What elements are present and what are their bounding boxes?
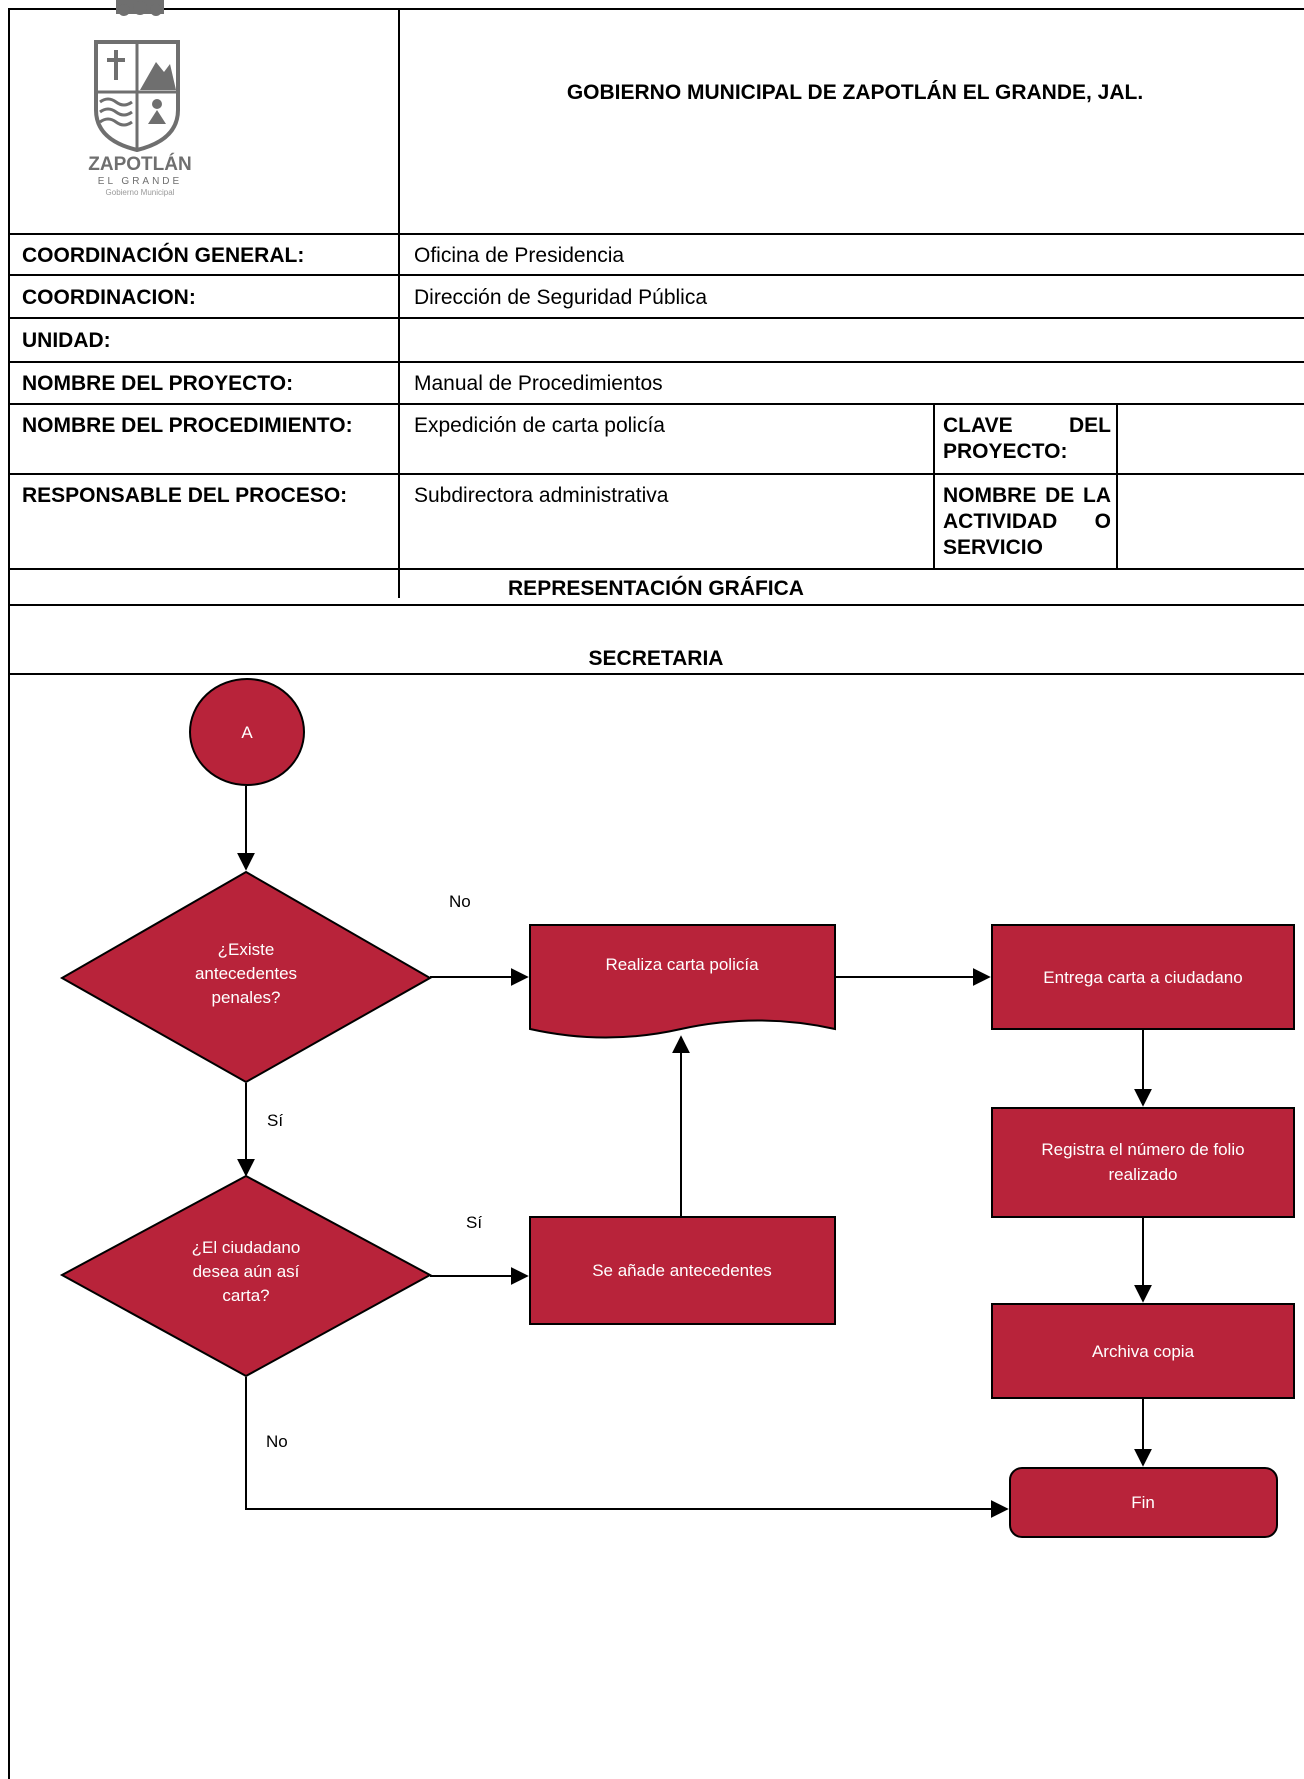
document-frame [8,8,1304,1779]
label-no-1: No [449,892,471,911]
svg-text:Archiva copia: Archiva copia [1092,1342,1195,1361]
label-si-1: Sí [267,1111,283,1130]
svg-text:Entrega carta a ciudadano: Entrega carta a ciudadano [1043,968,1242,987]
value-responsable: Subdirectora administrativa [414,484,669,507]
label-nombre-proyecto: NOMBRE DEL PROYECTO: [22,372,294,395]
crown-icon [116,0,164,16]
svg-text:EL GRANDE: EL GRANDE [98,176,182,187]
mountain-icon [140,62,176,90]
page-title: GOBIERNO MUNICIPAL DE ZAPOTLÁN EL GRANDE… [566,81,1144,104]
svg-text:¿Existe: ¿Existe [218,940,275,959]
label-clave-proyecto: CLAVE DEL PROYECTO: [943,414,1111,463]
svg-text:Realiza carta policía: Realiza carta policía [605,955,759,974]
value-coordinacion: Dirección de Seguridad Pública [414,286,708,309]
label-coordinacion: COORDINACION: [22,286,196,309]
label-nombre-actividad: NOMBRE DE LA ACTIVIDAD O SERVICIO [943,484,1111,559]
svg-text:ZAPOTLÁN: ZAPOTLÁN [88,153,191,175]
svg-text:penales?: penales? [211,988,280,1007]
svg-text:¿El ciudadano: ¿El ciudadano [192,1238,301,1257]
label-responsable: RESPONSABLE DEL PROCESO: [22,484,348,507]
municipal-logo: ZAPOTLÁN EL GRANDE Gobierno Municipal [88,0,192,197]
label-unidad: UNIDAD: [22,329,111,352]
svg-text:Fin: Fin [1131,1493,1155,1512]
decision-ciudadano: ¿El ciudadano desea aún así carta? [59,1174,433,1378]
label-coordinacion-general: COORDINACIÓN GENERAL: [22,244,305,267]
waves-icon [99,97,133,127]
svg-text:desea aún así: desea aún así [193,1262,300,1281]
label-si-2: Sí [466,1213,482,1232]
figure-icon [148,99,166,124]
process-realiza-carta: Realiza carta policía [529,924,836,1039]
svg-text:realizado: realizado [1109,1165,1178,1184]
lane-title: SECRETARIA [588,647,724,670]
decision-antecedentes: ¿Existe antecedentes penales? [59,870,433,1084]
svg-text:A: A [241,723,253,742]
connector-lines [237,786,1152,1518]
value-nombre-proyecto: Manual de Procedimientos [414,372,663,395]
process-registra-folio: Registra el número de folio realizado [991,1107,1295,1218]
value-nombre-procedimiento: Expedición de carta policía [414,414,665,437]
section-title: REPRESENTACIÓN GRÁFICA [508,577,804,600]
svg-text:Registra el número de folio: Registra el número de folio [1041,1140,1244,1159]
label-nombre-procedimiento: NOMBRE DEL PROCEDIMIENTO: [22,414,353,437]
svg-text:antecedentes: antecedentes [195,964,297,983]
terminal-fin: Fin [1009,1467,1278,1538]
cross-icon [107,50,125,80]
process-entrega-carta: Entrega carta a ciudadano [991,924,1295,1030]
svg-text:Gobierno Municipal: Gobierno Municipal [106,188,175,197]
value-coordinacion-general: Oficina de Presidencia [414,244,625,267]
process-anade-antecedentes: Se añade antecedentes [529,1216,836,1325]
svg-text:carta?: carta? [222,1286,269,1305]
label-no-2: No [266,1432,288,1451]
connector-a: A [189,678,305,786]
process-archiva-copia: Archiva copia [991,1303,1295,1399]
svg-text:Se añade antecedentes: Se añade antecedentes [592,1261,772,1280]
